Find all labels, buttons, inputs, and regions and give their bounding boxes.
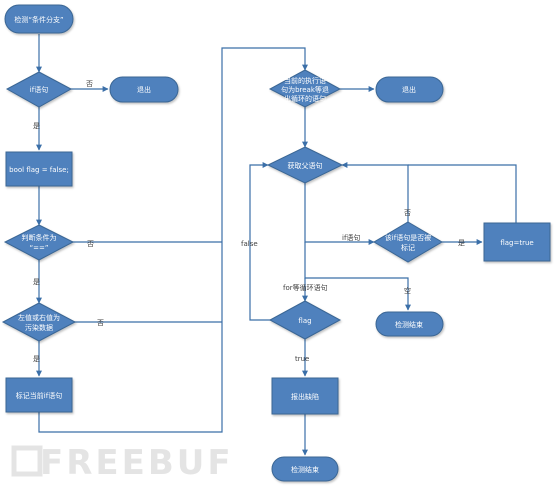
node-flag [268,300,342,340]
node-flagtrue-label: flag=true [500,239,533,247]
label-marked-yes: 是 [458,239,465,247]
node-lr-label-1: 左值或右值为 [18,313,60,322]
node-end2 [271,456,339,482]
node-end1 [375,311,444,337]
node-marked-label-1: 该if语句是否被 [385,233,431,242]
node-flagtrue [483,222,551,262]
node-start [4,4,74,34]
label-empty: 空 [404,286,411,295]
node-marked-label-2: 标记 [401,243,415,252]
node-start-label: 检测“条件分支” [14,15,63,24]
edge-parent-if [304,183,375,245]
node-exit2 [375,76,444,103]
label-false: false [241,240,258,248]
label-parent-if: if语句 [342,233,360,242]
node-bool [5,151,73,187]
node-report [271,377,339,415]
edge-flag-false-back [249,162,272,321]
node-if [5,71,73,108]
node-mark [5,377,73,413]
label-for-loop: for等循环语句 [283,283,328,292]
node-flag-label: flag [298,317,311,325]
node-exit1-label: 退出 [137,85,151,94]
node-lr [1,302,77,342]
node-parent [266,146,344,184]
node-judge [3,224,75,261]
edge-mark-to-break [38,47,308,433]
node-exit1 [109,76,179,103]
label-if-yes: 是 [33,122,40,130]
watermark-text: FREEBUF [40,443,234,483]
node-mark-label: 标记当前if语句 [16,391,62,400]
node-exit2-label: 退出 [402,85,416,94]
node-break-label-1: 当前的执行语 [284,76,326,85]
node-judge-label-1: 判断条件为 [22,233,57,242]
freebuf-watermark: FREEBUF [11,443,234,483]
label-lr-no: 否 [97,319,104,327]
node-lr-label-2: 污染数据 [25,323,53,332]
node-judge-label-2: “==” [30,244,49,252]
label-marked-no: 否 [404,209,411,217]
node-break-label-2: 句为break等退 [281,85,329,94]
label-judge-yes: 是 [33,278,40,286]
label-if-no: 否 [86,80,93,88]
node-marked [373,221,443,263]
node-report-label: 报出缺陷 [291,392,319,401]
node-if-label: if语句 [30,85,48,94]
node-break-label-3: 出循环的语句 [284,94,326,103]
node-end2-label: 检测结束 [291,465,319,474]
node-bool-label: bool flag = false; [9,166,69,174]
label-lr-yes: 是 [33,355,40,363]
edge-parent-empty [304,242,411,311]
edge-marked-no-back [341,162,409,222]
node-end1-label: 检测结束 [395,320,423,329]
label-judge-no: 否 [87,240,94,248]
node-break [268,69,342,108]
label-true: true [295,355,309,363]
node-parent-label: 获取父语句 [288,161,323,170]
edge-flagtrue-back [408,164,517,223]
